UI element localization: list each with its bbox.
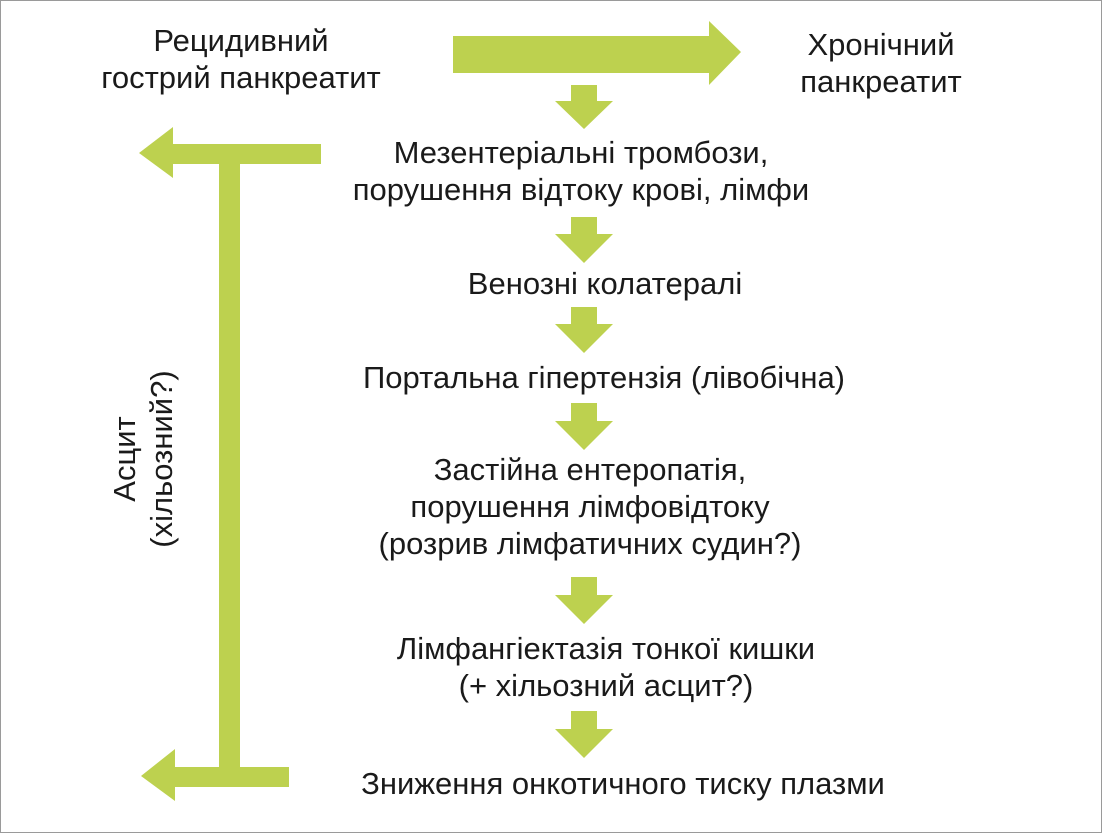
arrow-down-1 [555,85,613,129]
text-line: Венозні колатералі [467,266,743,301]
node-mesenteric-thrombosis: Мезентеріальні тромбози,порушення відток… [353,134,809,208]
text-line: Хронічний [807,27,955,62]
vertical-bar [219,164,240,776]
arrow-down-3 [555,307,613,353]
arrow-down-6 [555,711,613,758]
text-line: Лімфангіектазія тонкої кишки [396,631,816,666]
text-line: (розрив лімфатичних судин?) [378,526,802,561]
text-line: порушення лімфовідтоку [410,489,770,524]
node-portal-hypertension: Портальна гіпертензія (лівобічна) [363,359,845,396]
text-line: Зниження онкотичного тиску плазми [361,766,885,801]
text-line: Рецидивний [153,23,329,58]
text-line: (+ хільозний асцит?) [458,668,754,703]
text-line: порушення відтоку крові, лімфи [352,172,810,207]
text-line: Асцит [107,416,142,502]
arrow-left-bottom [141,749,289,801]
arrow-to-chronic [453,21,741,85]
arrow-left-top [139,127,321,178]
text-line: гострий панкреатит [101,60,381,95]
node-congestive-enteropathy: Застійна ентеропатія,порушення лімфовідт… [379,451,802,562]
text-line: Портальна гіпертензія (лівобічна) [362,360,846,395]
text-line: панкреатит [800,64,962,99]
arrow-down-5 [555,577,613,624]
text-line: Мезентеріальні тромбози, [393,135,769,170]
arrow-down-4 [555,403,613,450]
side-label-ascites: Асцит(хільозний?) [106,370,180,547]
text-line: (хільозний?) [144,370,179,548]
node-lymphangiectasia: Лімфангіектазія тонкої кишки(+ хільозний… [397,630,815,704]
arrow-down-2 [555,217,613,263]
node-venous-collaterals: Венозні колатералі [468,265,742,302]
node-oncotic-pressure: Зниження онкотичного тиску плазми [361,765,885,802]
text-line: Застійна ентеропатія, [433,452,747,487]
